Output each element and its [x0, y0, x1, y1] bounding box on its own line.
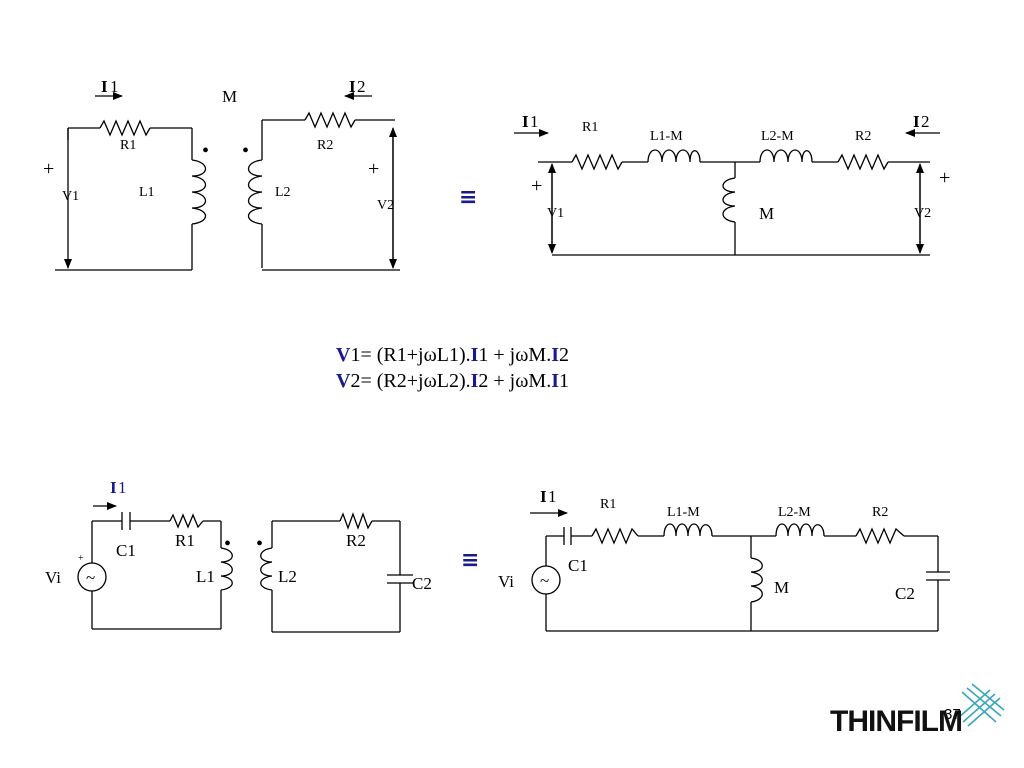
resistor-r1-b-eq	[591, 527, 639, 545]
eq1-part-a: 1= (R1+jωL1).	[350, 344, 471, 366]
inductor-l2m-b	[775, 523, 825, 537]
t-equivalent-top-right	[514, 129, 940, 256]
label-r1-eq: R1	[582, 120, 598, 135]
inductor-l1	[191, 159, 207, 225]
tilde-source-b: ~	[86, 568, 95, 587]
resistor-r2-eq	[837, 153, 889, 171]
label-r2-b-eq: R2	[872, 505, 888, 520]
label-i2-index: 2	[357, 77, 366, 96]
label-l1: L1	[139, 185, 155, 200]
label-vi-b: Vi	[45, 568, 61, 587]
label-i1-index: 1	[110, 77, 119, 96]
eq2-part-a: 2= (R2+jωL2).	[350, 370, 471, 392]
inductor-l1m	[647, 149, 701, 163]
label-i2-letter-eq: I	[913, 112, 920, 131]
page-number: 37	[944, 706, 961, 723]
label-plus-source-b: +	[78, 553, 84, 564]
equation-v1: V1= (R1+jωL1).I1 + jωM.I2	[336, 342, 569, 368]
resistor-r2-b-eq	[855, 527, 905, 545]
label-i1-index-b: 1	[118, 478, 127, 497]
eq2-part-c: 1	[559, 370, 569, 392]
label-c1-b: C1	[116, 541, 136, 560]
eq1-part-c: 2	[559, 344, 569, 366]
tilde-source-b-eq: ~	[540, 571, 549, 590]
label-plus-v2-eq: +	[939, 167, 950, 189]
equations: V1= (R1+jωL1).I1 + jωM.I2 V2= (R2+jωL2).…	[336, 342, 569, 394]
label-v1: V1	[62, 189, 79, 204]
label-r1-b: R1	[175, 531, 195, 550]
eq1-part-b: 1 + jωM.	[478, 344, 552, 366]
eq2-i1: I	[551, 370, 559, 392]
resistor-r1-b	[169, 513, 204, 529]
label-i1-index-eq: 1	[530, 112, 539, 131]
label-c1-b-eq: C1	[568, 556, 588, 575]
label-l2-b: L2	[278, 567, 297, 586]
dot-l2: •	[242, 140, 249, 162]
label-plus-v2: +	[368, 158, 379, 180]
label-l2: L2	[275, 185, 291, 200]
inductor-l2	[247, 159, 263, 225]
eq2-part-b: 2 + jωM.	[478, 370, 552, 392]
eq2-i2: I	[470, 370, 479, 392]
inductor-l2-b	[260, 547, 273, 591]
label-m-eq: M	[759, 204, 774, 223]
label-r2: R2	[317, 138, 333, 153]
label-i1-letter-b-eq: I	[540, 487, 547, 506]
label-i2-letter: I	[349, 77, 356, 96]
dot-l2-b: •	[256, 533, 263, 555]
label-plus-v1-eq: +	[531, 175, 542, 197]
eq1-i1: I	[470, 344, 479, 366]
label-mutual-m: M	[222, 87, 237, 106]
eq1-v: V	[336, 344, 351, 366]
label-i-letter: I	[101, 77, 108, 96]
inductor-m-b	[750, 557, 763, 603]
label-c2-b-eq: C2	[895, 584, 915, 603]
label-vi-b-eq: Vi	[498, 572, 514, 591]
eq1-i2: I	[551, 344, 559, 366]
logo-mesh-icon	[957, 683, 1005, 727]
label-r1: R1	[120, 138, 136, 153]
label-plus-v1: +	[43, 158, 54, 180]
label-v2: V2	[377, 198, 394, 213]
coupled-circuit-top-left	[55, 92, 400, 271]
label-i1-index-b-eq: 1	[548, 487, 557, 506]
resistor-r2-b	[339, 512, 373, 530]
label-l1m-b: L1-M	[667, 505, 700, 520]
resistor-r1	[99, 119, 151, 137]
label-r2-b: R2	[346, 531, 366, 550]
inductor-l1-b	[220, 547, 233, 591]
equation-v2: V2= (R2+jωL2).I2 + jωM.I1	[336, 368, 569, 394]
label-r2-eq: R2	[855, 129, 871, 144]
label-l2m-b: L2-M	[778, 505, 811, 520]
resistor-r1-eq	[571, 153, 623, 171]
inductor-l2m	[759, 149, 813, 163]
equivalence-symbol-bottom: ≡	[461, 548, 479, 573]
resistor-r2	[304, 111, 356, 129]
equivalence-symbol-top: ≡	[459, 185, 477, 210]
label-l2m: L2-M	[761, 129, 794, 144]
label-i1-letter-b: I	[110, 478, 117, 497]
label-r1-b-eq: R1	[600, 497, 616, 512]
dot-l1-b: •	[224, 533, 231, 555]
label-i1-letter-eq: I	[522, 112, 529, 131]
label-l1-b: L1	[196, 567, 215, 586]
t-equivalent-bottom-right	[530, 509, 950, 632]
inductor-l1m-b	[663, 523, 713, 537]
thinfilm-logo: THINFILM	[830, 705, 963, 738]
label-l1m: L1-M	[650, 129, 683, 144]
label-v2-eq: V2	[914, 206, 931, 221]
inductor-m	[722, 177, 736, 223]
label-v1-eq: V1	[547, 206, 564, 221]
dot-l1: •	[202, 140, 209, 162]
label-c2-b: C2	[412, 574, 432, 593]
label-i2-index-eq: 2	[921, 112, 930, 131]
eq2-v: V	[336, 370, 351, 392]
coupled-circuit-bottom-left	[77, 502, 413, 633]
label-m-b-eq: M	[774, 578, 789, 597]
